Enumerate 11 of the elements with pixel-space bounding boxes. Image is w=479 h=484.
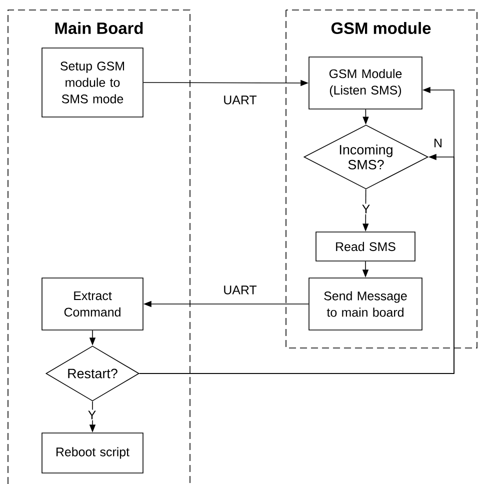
process-box: GSM Module (Listen SMS): [308, 56, 422, 110]
edge-label: UART: [222, 94, 258, 106]
process-box: Read SMS: [316, 232, 416, 262]
edge-label: UART: [222, 284, 258, 296]
process-box: Extract Command: [42, 278, 144, 330]
edge-label: N: [432, 138, 444, 148]
edge-label: Y: [86, 410, 98, 420]
process-box: Setup GSM module to SMS mode: [42, 48, 144, 118]
process-box: Reboot script: [42, 432, 144, 474]
process-box: Send Message to main board: [308, 278, 422, 330]
edge-label: Y: [360, 204, 372, 214]
